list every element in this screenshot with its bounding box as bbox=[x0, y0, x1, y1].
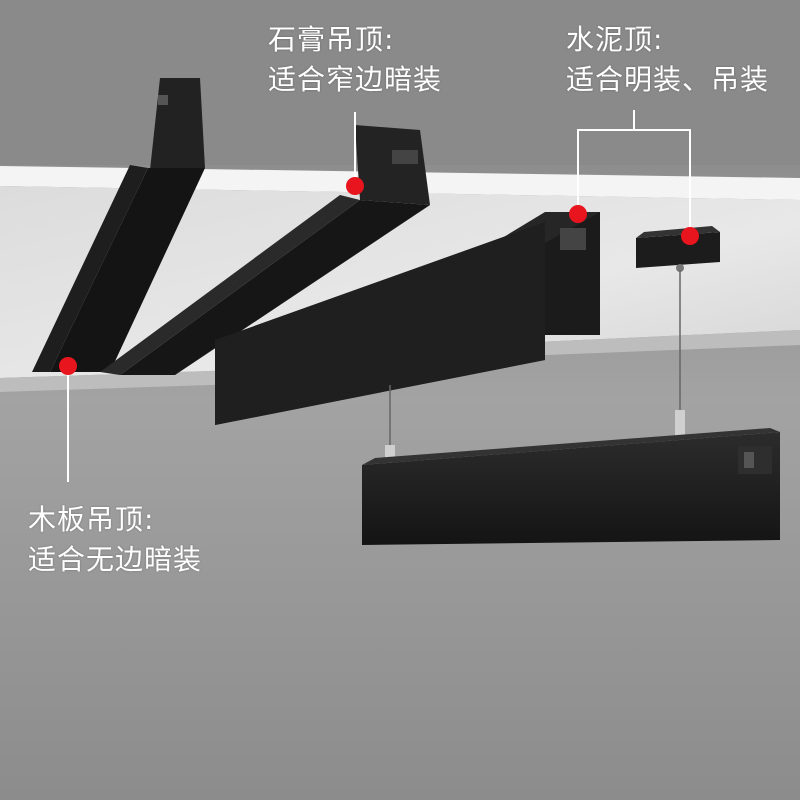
label-wood-ceiling: 木板吊顶: 适合无边暗装 bbox=[28, 500, 202, 580]
pendant-canopy bbox=[636, 226, 720, 272]
marker-wood bbox=[59, 357, 77, 375]
label-cement-desc: 适合明装、吊装 bbox=[566, 63, 770, 96]
marker-surface bbox=[569, 205, 587, 223]
label-cement-ceiling: 水泥顶: 适合明装、吊装 bbox=[566, 20, 769, 100]
leader-lines bbox=[67, 110, 691, 482]
track-wood-ceiling bbox=[32, 78, 205, 372]
pendant-linear-light bbox=[362, 410, 780, 545]
label-wood-title: 木板吊顶: bbox=[28, 503, 155, 536]
label-cement-title: 水泥顶: bbox=[566, 23, 664, 56]
label-gypsum-desc: 适合窄边暗装 bbox=[268, 63, 443, 96]
label-wood-desc: 适合无边暗装 bbox=[28, 543, 203, 576]
track-gypsum-ceiling bbox=[100, 125, 430, 375]
marker-pendant bbox=[681, 227, 699, 245]
track-surface-mounted bbox=[215, 212, 600, 425]
red-markers bbox=[59, 177, 699, 375]
label-gypsum-ceiling: 石膏吊顶: 适合窄边暗装 bbox=[268, 20, 442, 100]
label-gypsum-title: 石膏吊顶: bbox=[268, 23, 395, 56]
marker-gypsum bbox=[346, 177, 364, 195]
